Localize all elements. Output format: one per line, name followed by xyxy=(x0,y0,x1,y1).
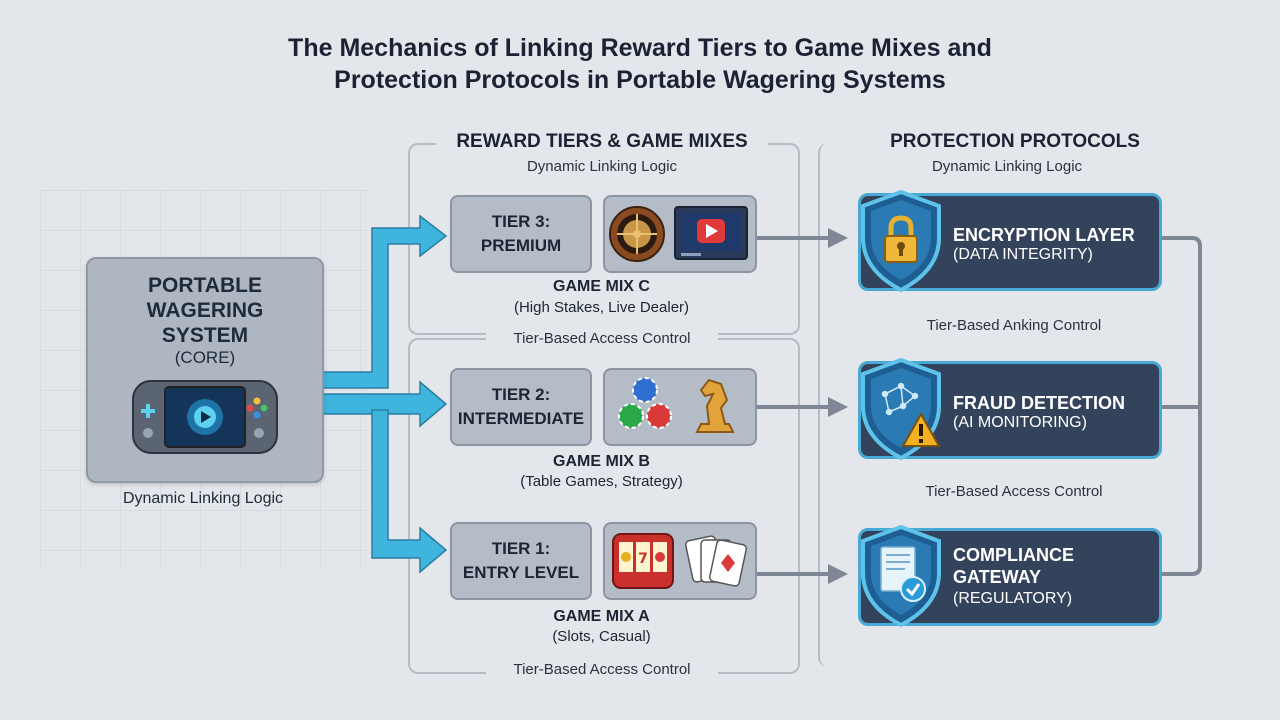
game-mix-b-subtitle: (Table Games, Strategy) xyxy=(520,473,683,490)
rewards-subheading: Dynamic Linking Logic xyxy=(526,158,678,175)
arrow-to-tier-1 xyxy=(371,409,448,574)
badge-icon xyxy=(861,524,941,628)
tier-2-box: TIER 2: INTERMEDIATE xyxy=(450,368,592,446)
game-mix-c-subtitle: (High Stakes, Live Dealer) xyxy=(513,299,690,316)
handheld-console-icon xyxy=(132,380,278,454)
roulette-live-dealer-icon xyxy=(609,206,748,262)
tier-2-label: TIER 2: xyxy=(491,385,551,404)
core-subtitle: (CORE) xyxy=(174,348,236,367)
protection-between-label-1: Tier-Based Anking Control xyxy=(880,317,1148,334)
protocol-link-rail xyxy=(1158,236,1202,576)
tier-1-name: ENTRY LEVEL xyxy=(462,563,580,582)
arrow-to-tier-2 xyxy=(319,380,448,428)
chips-chess-icon xyxy=(618,377,735,433)
arrowhead-mix-c xyxy=(828,228,848,248)
page-title-line1: The Mechanics of Linking Reward Tiers to… xyxy=(288,34,992,62)
tier-2-name: INTERMEDIATE xyxy=(457,409,585,428)
fraud-detection-title: FRAUD DETECTION xyxy=(953,393,1125,413)
fraud-detection-subtitle: (AI MONITORING) xyxy=(953,414,1087,431)
game-mix-c-title: GAME MIX C xyxy=(553,278,650,295)
fraud-detection-box: FRAUD DETECTION (AI MONITORING) xyxy=(858,357,1162,461)
tier-3-box: TIER 3: PREMIUM xyxy=(450,195,592,273)
svg-text:7: 7 xyxy=(638,551,648,567)
page-title-line2: Protection Protocols in Portable Wagerin… xyxy=(334,66,946,94)
game-mix-b-box xyxy=(603,368,757,446)
protection-between-label-2: Tier-Based Access Control xyxy=(880,483,1148,500)
rewards-heading: REWARD TIERS & GAME MIXES xyxy=(436,131,768,153)
tier-3-name: PREMIUM xyxy=(480,236,562,255)
tier-3-label: TIER 3: xyxy=(491,212,551,231)
encryption-layer-subtitle: (DATA INTEGRITY) xyxy=(953,246,1093,263)
arrowhead-mix-a xyxy=(828,564,848,584)
protection-subheading: Dynamic Linking Logic xyxy=(931,158,1083,175)
protection-heading: PROTECTION PROTOCOLS xyxy=(862,131,1168,153)
compliance-gateway-subtitle: (REGULATORY) xyxy=(953,590,1073,607)
tier-1-label: TIER 1: xyxy=(491,539,551,558)
mix-to-protocol-arrows xyxy=(755,228,848,584)
core-footer-label: Dynamic Linking Logic xyxy=(122,490,284,507)
core-to-tiers-arrows xyxy=(319,214,448,574)
arrow-to-tier-3 xyxy=(319,214,448,389)
slots-cards-icon: 7 xyxy=(612,533,748,589)
access-control-label-bottom: Tier-Based Access Control xyxy=(486,661,718,678)
arrowhead-mix-b xyxy=(828,397,848,417)
core-title-line2: WAGERING xyxy=(146,299,264,322)
game-mix-a-box: 7 xyxy=(603,522,757,600)
warning-icon xyxy=(861,357,941,461)
tier-1-box: TIER 1: ENTRY LEVEL xyxy=(450,522,592,600)
core-title-line3: SYSTEM xyxy=(161,324,249,347)
lock-icon xyxy=(861,189,941,293)
compliance-gateway-title-line1: COMPLIANCE xyxy=(953,545,1074,565)
game-mix-a-title: GAME MIX A xyxy=(553,608,650,625)
game-mix-a-subtitle: (Slots, Casual) xyxy=(552,628,651,645)
game-mix-c-box xyxy=(603,195,757,273)
core-title-line1: PORTABLE xyxy=(148,274,262,297)
game-mix-b-title: GAME MIX B xyxy=(553,453,650,470)
compliance-gateway-box: COMPLIANCE GATEWAY (REGULATORY) xyxy=(858,524,1162,628)
encryption-layer-title: ENCRYPTION LAYER xyxy=(953,225,1135,245)
compliance-gateway-title-line2: GATEWAY xyxy=(953,567,1042,587)
encryption-layer-box: ENCRYPTION LAYER (DATA INTEGRITY) xyxy=(858,189,1162,293)
core-system-box: PORTABLE WAGERING SYSTEM (CORE) xyxy=(86,257,324,483)
access-control-label-top: Tier-Based Access Control xyxy=(486,330,718,347)
